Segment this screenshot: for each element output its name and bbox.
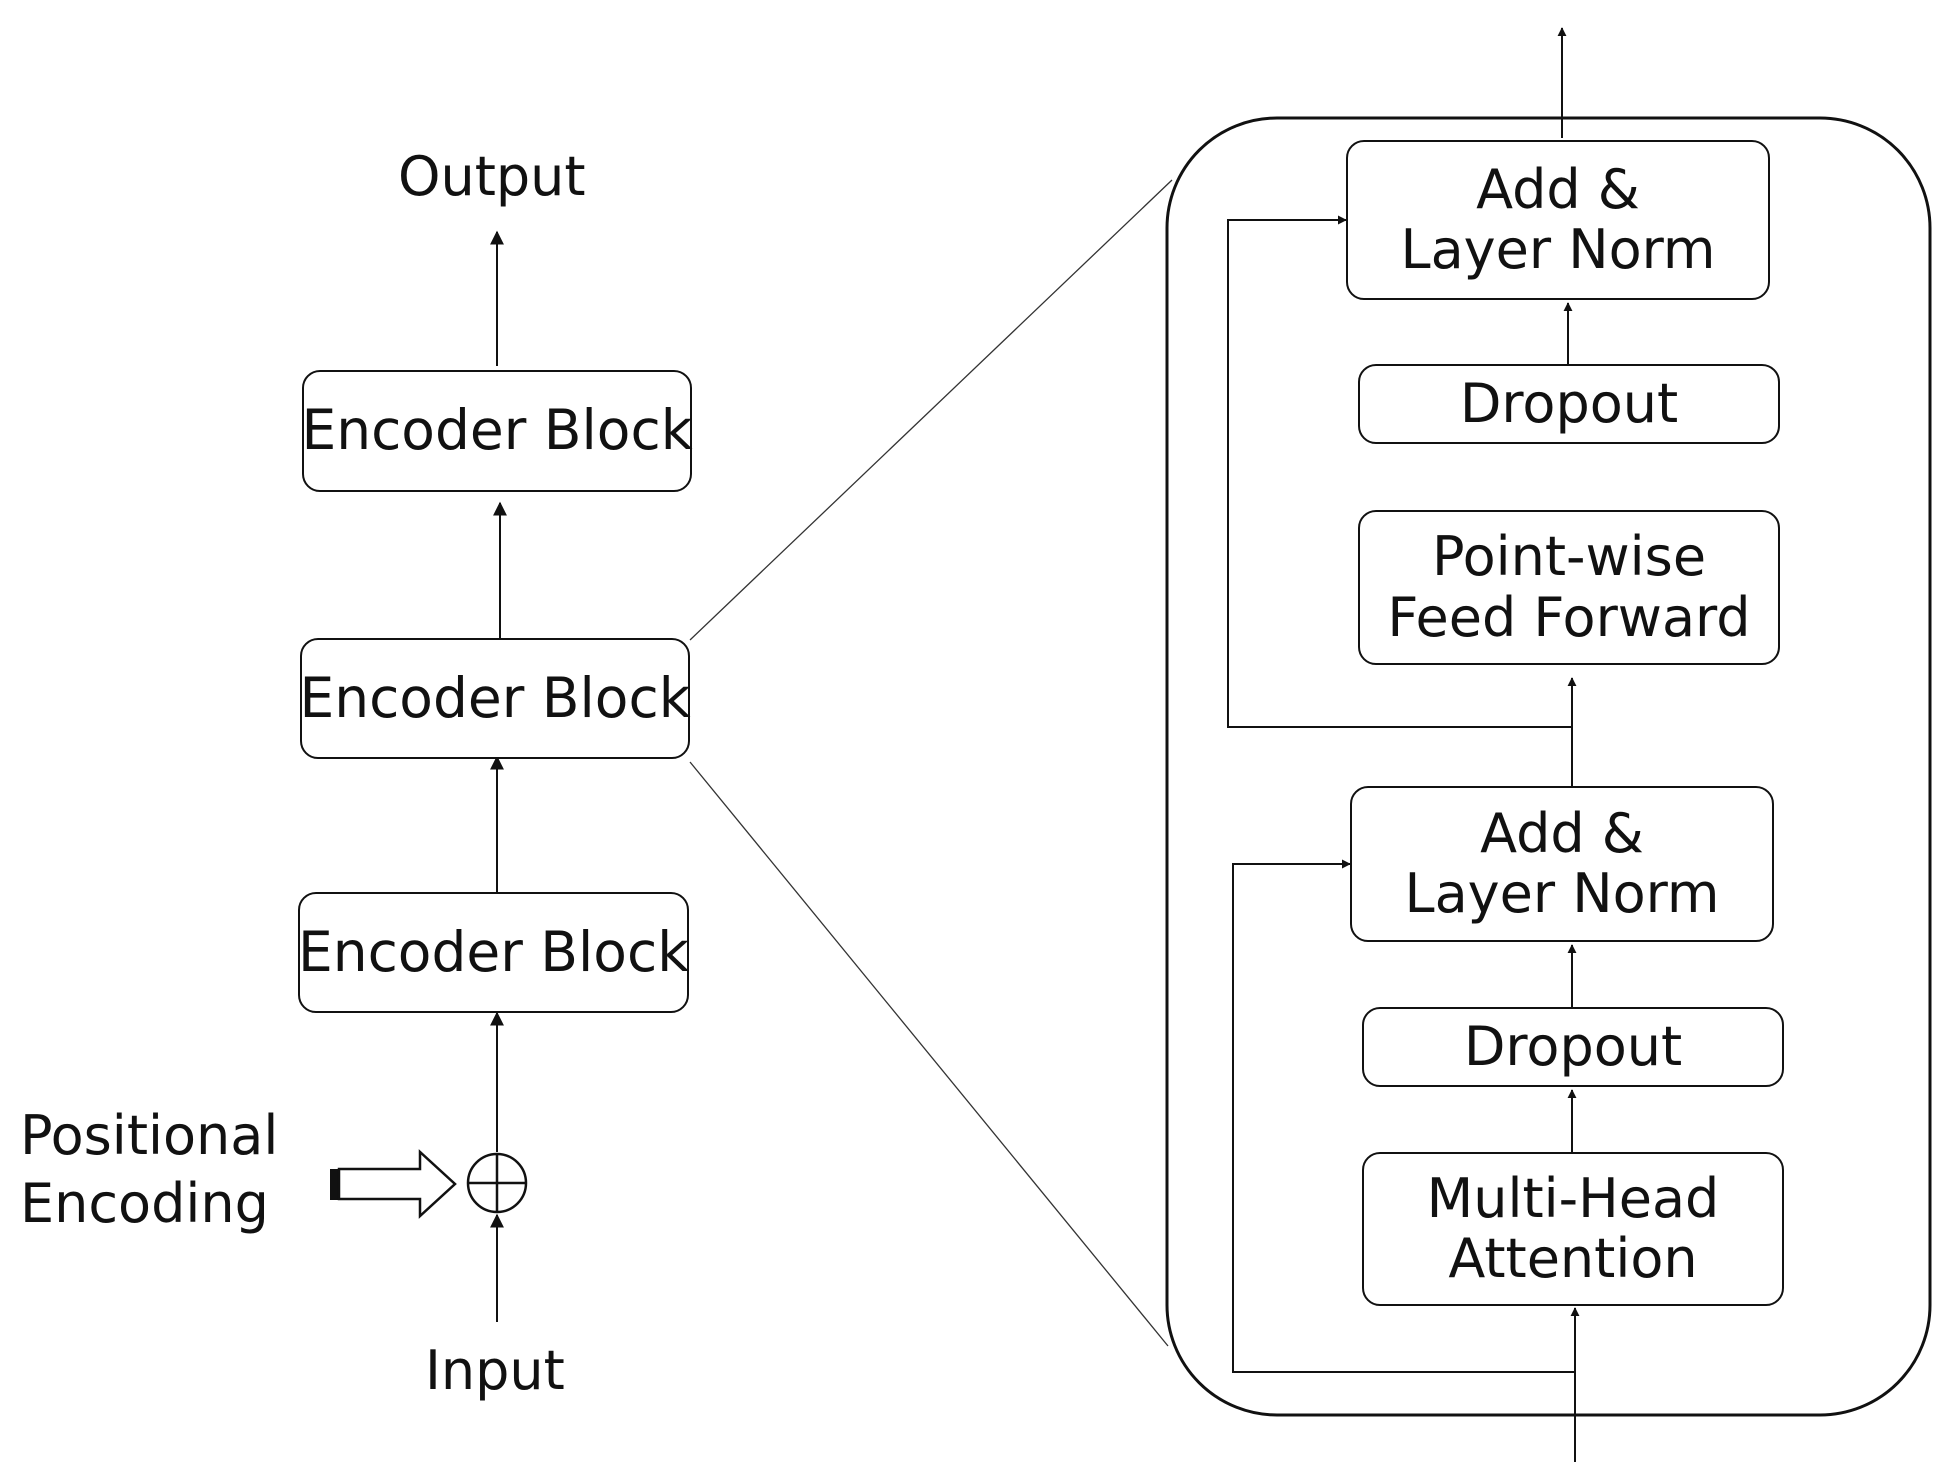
ffn-line1: Point-wise	[1431, 525, 1707, 589]
attention-line1: Multi-Head	[1426, 1166, 1720, 1230]
input-label: Input	[425, 1339, 565, 1402]
encoder-block-middle-label: Encoder Block	[299, 665, 691, 730]
dropout-bottom: Dropout	[1362, 1007, 1784, 1087]
add-layer-norm-bottom: Add & Layer Norm	[1350, 786, 1774, 942]
add-layer-norm-bottom-line2: Layer Norm	[1404, 862, 1720, 925]
add-layer-norm-top-line2: Layer Norm	[1400, 218, 1716, 281]
point-wise-feed-forward: Point-wise Feed Forward	[1358, 510, 1780, 665]
dropout-top: Dropout	[1358, 364, 1780, 444]
output-label: Output	[398, 145, 586, 208]
attention-line2: Attention	[1448, 1227, 1698, 1290]
encoder-block-middle: Encoder Block	[299, 638, 691, 759]
encoder-block-bottom: Encoder Block	[298, 892, 689, 1013]
dropout-top-label: Dropout	[1459, 371, 1679, 435]
zoom-line-bottom	[689, 761, 1169, 1347]
zoom-line-top	[689, 179, 1173, 641]
residual-connection-bottom	[1232, 859, 1575, 1373]
add-layer-norm-top: Add & Layer Norm	[1346, 140, 1770, 300]
dropout-bottom-label: Dropout	[1463, 1014, 1683, 1078]
encoder-block-top: Encoder Block	[301, 370, 693, 492]
positional-encoding-label-line1: Positional	[20, 1104, 279, 1167]
add-circle-icon	[466, 1152, 528, 1214]
encoder-block-detail-frame	[1165, 116, 1932, 1417]
add-layer-norm-top-line1: Add &	[1476, 157, 1640, 221]
encoder-block-bottom-label: Encoder Block	[297, 919, 690, 984]
encoder-block-top-label: Encoder Block	[301, 398, 693, 463]
positional-encoding-label-line2: Encoding	[20, 1172, 269, 1235]
ffn-line2: Feed Forward	[1387, 585, 1751, 649]
add-layer-norm-bottom-line1: Add &	[1480, 801, 1644, 865]
residual-connection-top	[1227, 215, 1572, 728]
multi-head-attention: Multi-Head Attention	[1362, 1152, 1784, 1306]
positional-encoding-arrow-icon	[330, 1149, 457, 1219]
